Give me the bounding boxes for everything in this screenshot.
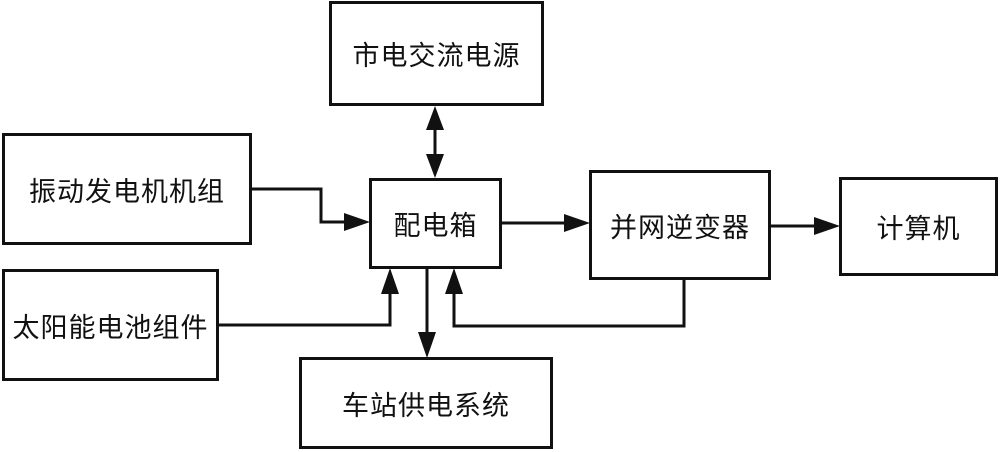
grid-tied-inverter-box: 并网逆变器 [589, 170, 771, 280]
arrowhead-up [426, 106, 444, 130]
computer-label: 计算机 [877, 207, 961, 246]
grid-tied-inverter-label: 并网逆变器 [610, 206, 750, 245]
solar-cell-module-box: 太阳能电池组件 [2, 269, 219, 381]
arrowhead-up [381, 268, 399, 294]
connector-line [218, 290, 390, 325]
arrowhead-down [426, 154, 444, 178]
arrowhead-right [814, 217, 840, 235]
station-power-supply-system-label: 车站供电系统 [342, 384, 510, 423]
solar-cell-module-label: 太阳能电池组件 [13, 306, 209, 345]
edge-mains-distribution [426, 106, 444, 178]
mains-ac-power-box: 市电交流电源 [329, 1, 544, 106]
station-power-supply-system-box: 车站供电系统 [299, 357, 553, 449]
edge-inverter-computer [771, 217, 840, 235]
arrowhead-right [344, 213, 370, 231]
vibration-generator-set-label: 振动发电机机组 [29, 170, 225, 209]
edge-distribution-inverter [500, 214, 590, 232]
connector-line [250, 189, 350, 222]
computer-box: 计算机 [839, 177, 998, 276]
arrowhead-right [564, 214, 590, 232]
edge-solar-distribution [218, 268, 399, 325]
vibration-generator-set-box: 振动发电机机组 [2, 133, 252, 245]
edge-vibration-distribution [250, 189, 370, 231]
arrowhead-down [418, 332, 436, 358]
edge-distribution-station [418, 268, 436, 358]
mains-ac-power-label: 市电交流电源 [353, 34, 521, 73]
distribution-box-label: 配电箱 [394, 204, 478, 243]
distribution-box-node: 配电箱 [369, 178, 502, 269]
arrowhead-up [445, 268, 463, 294]
connector-line [454, 279, 684, 326]
